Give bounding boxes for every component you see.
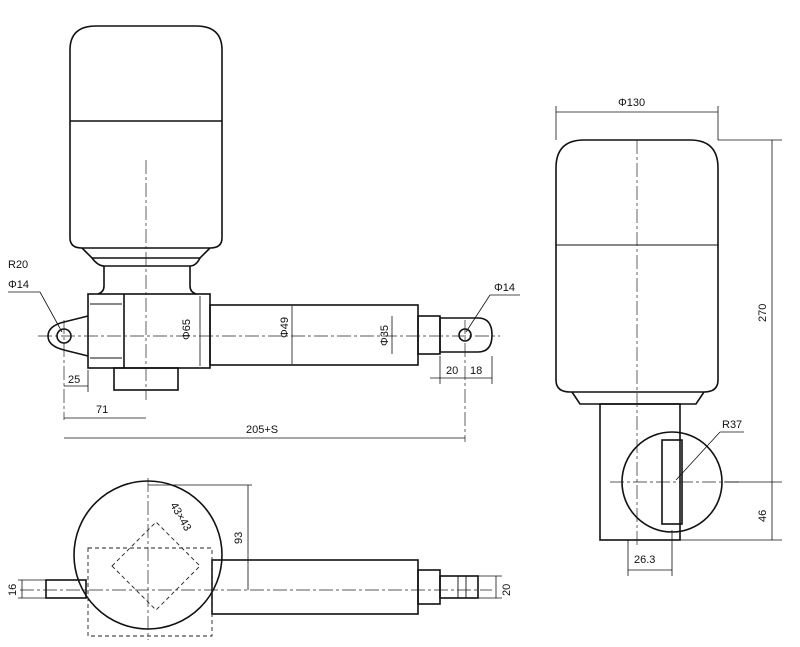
label-phi35: Φ35 (379, 325, 391, 346)
side-view-dimensions: Φ130 270 46 R37 26.3 (555, 97, 782, 576)
label-26-3: 26.3 (634, 554, 655, 566)
top-rod-end (439, 575, 479, 599)
label-phi14-right: Φ14 (494, 282, 515, 294)
label-43x43: 43×43 (167, 501, 193, 534)
label-r20: R20 (8, 259, 28, 271)
label-25: 25 (68, 374, 80, 386)
label-18: 18 (470, 365, 482, 377)
coupling (97, 266, 197, 295)
label-16: 16 (7, 584, 19, 596)
top-view-dimensions: 43×43 93 16 20 (7, 484, 513, 599)
label-20a: 20 (446, 365, 458, 377)
side-view (555, 139, 740, 545)
label-r37: R37 (722, 419, 742, 431)
hidden-gearbox (87, 547, 213, 637)
hidden-square (111, 521, 201, 611)
top-inner-tube (417, 569, 441, 605)
label-93: 93 (233, 532, 245, 544)
label-270: 270 (757, 304, 769, 322)
top-outer-tube (211, 559, 419, 615)
side-motor-body (555, 139, 719, 393)
top-view (20, 478, 492, 640)
front-view (38, 25, 500, 442)
motor-body (69, 25, 223, 249)
front-rod-end (439, 317, 493, 353)
label-71: 71 (96, 404, 108, 416)
label-phi130: Φ130 (618, 97, 645, 109)
inner-tube (417, 315, 441, 355)
label-phi49: Φ49 (279, 317, 291, 338)
motor-neck (91, 257, 201, 267)
label-phi65: Φ65 (181, 319, 193, 340)
side-flange (571, 391, 705, 405)
label-205s: 205+S (246, 424, 278, 436)
front-view-dimensions: R20 Φ14 Φ65 Φ49 Φ35 Φ14 25 71 20 18 205+… (8, 259, 520, 439)
top-rear-clevis (45, 579, 87, 599)
label-46: 46 (757, 510, 769, 522)
label-20b: 20 (501, 584, 513, 596)
side-gearbox (599, 403, 681, 541)
label-phi14-left: Φ14 (8, 279, 29, 291)
